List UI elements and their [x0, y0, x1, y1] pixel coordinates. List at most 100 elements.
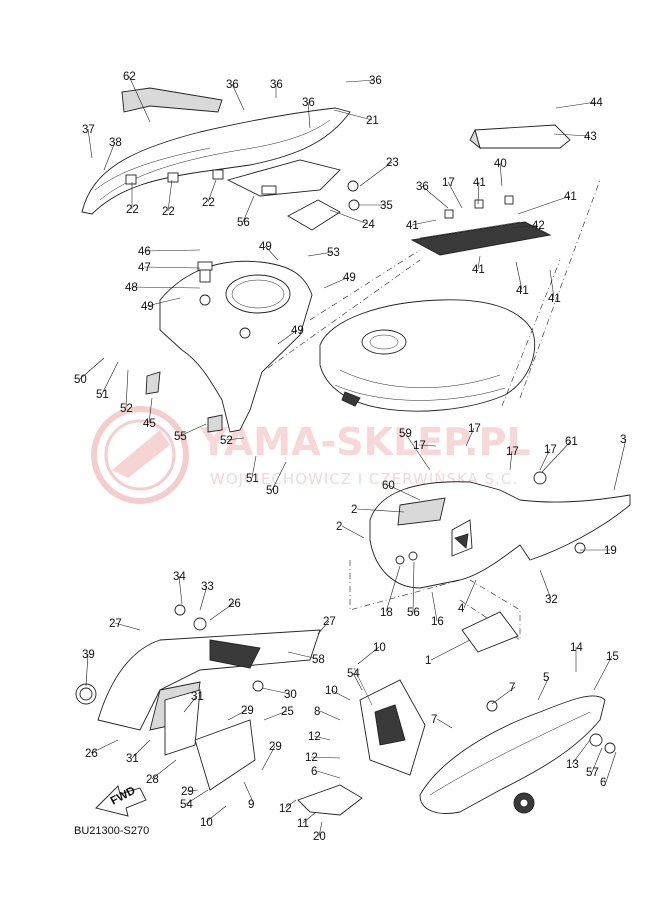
- callout-label: 60: [382, 480, 395, 492]
- callout-label: 41: [406, 220, 419, 232]
- side-cover-right-group: [349, 471, 631, 653]
- callout-label: 2: [351, 504, 357, 516]
- callout-label: 54: [180, 799, 193, 811]
- callout-label: 35: [380, 200, 393, 212]
- callout-label: 26: [228, 598, 241, 610]
- callout-leader: [125, 369, 129, 409]
- callout-leader: [539, 569, 552, 600]
- callout-leader: [225, 437, 245, 441]
- callout-leader: [261, 745, 276, 771]
- callout-label: 27: [109, 618, 122, 630]
- callout-leader: [613, 438, 627, 491]
- callout-leader: [284, 799, 297, 809]
- part-25-bracket: [97, 629, 321, 731]
- callout-label: 36: [302, 97, 315, 109]
- callout-label: 37: [82, 124, 95, 136]
- callout-leader: [143, 266, 201, 269]
- callout-leader: [329, 209, 369, 225]
- callout-leader: [430, 639, 471, 661]
- callout-leader: [463, 579, 477, 609]
- callout-leader: [317, 620, 330, 635]
- callout-leader: [131, 739, 151, 759]
- callout-leader: [593, 655, 613, 691]
- callout-leader: [318, 821, 323, 837]
- lower-left-bracket-group: [75, 604, 321, 791]
- callout-label: 41: [548, 293, 561, 305]
- callout-leader: [79, 357, 105, 380]
- callout-leader: [209, 602, 235, 621]
- callout-label: 15: [606, 651, 619, 663]
- callout-leader: [356, 508, 405, 513]
- callout-label: 41: [564, 191, 577, 203]
- callout-label: 5: [543, 672, 549, 684]
- callout-leader: [605, 751, 617, 783]
- callout-label: 23: [386, 157, 399, 169]
- callout-label: 56: [407, 607, 420, 619]
- callout-leader: [277, 329, 298, 345]
- callout-label: 32: [545, 594, 558, 606]
- callout-label: 51: [96, 389, 109, 401]
- callout-label: 42: [532, 220, 545, 232]
- callout-label: 18: [380, 607, 393, 619]
- callout-label: 46: [138, 246, 151, 258]
- callout-label: 41: [473, 177, 486, 189]
- part-43-cap: [474, 124, 571, 149]
- callout-leader: [345, 79, 376, 83]
- callout-label: 36: [369, 75, 382, 87]
- watermark: YAMA-SKLEP.PL WOJCIECHOWICZ I CZERWIŃSKA…: [91, 406, 531, 504]
- callout-label: 36: [226, 79, 239, 91]
- callout-leader: [499, 162, 503, 187]
- callout-label: 17: [506, 446, 519, 458]
- callout-leader: [205, 805, 227, 823]
- callout-leader: [387, 484, 421, 501]
- callout-label: 50: [266, 485, 279, 497]
- callout-label: 54: [347, 668, 360, 680]
- callout-label: 40: [494, 158, 507, 170]
- callout-leader: [537, 676, 550, 701]
- callout-label: 52: [120, 403, 133, 415]
- callout-label: 38: [109, 137, 122, 149]
- callout-leader: [555, 101, 597, 109]
- callout-leader: [477, 181, 480, 205]
- callout-label: 1: [425, 655, 431, 667]
- callout-leader: [231, 83, 245, 111]
- callout-label: 20: [313, 831, 326, 843]
- callout-label: 3: [620, 434, 626, 446]
- part-24-panel: [287, 199, 341, 231]
- callout-leader: [549, 269, 555, 299]
- callout-label: 11: [297, 818, 309, 830]
- callout-leader: [271, 461, 287, 491]
- callout-leader: [114, 622, 141, 631]
- callout-label: 39: [82, 649, 95, 661]
- callout-leader: [313, 735, 331, 741]
- callout-leader: [323, 276, 350, 289]
- callout-leader: [330, 689, 351, 701]
- callout-label: 12: [279, 803, 292, 815]
- callout-leader: [509, 450, 513, 471]
- callout-label: 48: [125, 282, 138, 294]
- callout-leader: [101, 361, 119, 395]
- lower-right-cover-group: [419, 695, 616, 814]
- callout-label: 7: [509, 682, 515, 694]
- callout-label: 10: [373, 642, 386, 654]
- callout-leader: [310, 756, 341, 759]
- tank-bracket-group: [410, 124, 571, 256]
- callout-leader: [541, 440, 572, 473]
- callout-leader: [412, 561, 415, 613]
- callout-label: 30: [284, 689, 297, 701]
- callout-leader: [421, 185, 449, 209]
- callout-label: 36: [416, 181, 429, 193]
- callout-leader: [352, 672, 363, 691]
- callout-leader: [404, 432, 431, 471]
- callout-leader: [491, 686, 516, 705]
- callout-leader: [287, 651, 319, 660]
- callout-leader: [357, 646, 380, 665]
- callout-label: 47: [138, 262, 151, 274]
- callout-leader: [264, 245, 279, 261]
- callout-label: 29: [181, 786, 194, 798]
- callout-leader: [242, 195, 255, 223]
- callout-label: 50: [74, 374, 87, 386]
- callout-leader: [385, 565, 401, 613]
- tank-top-cover-group: [145, 260, 313, 433]
